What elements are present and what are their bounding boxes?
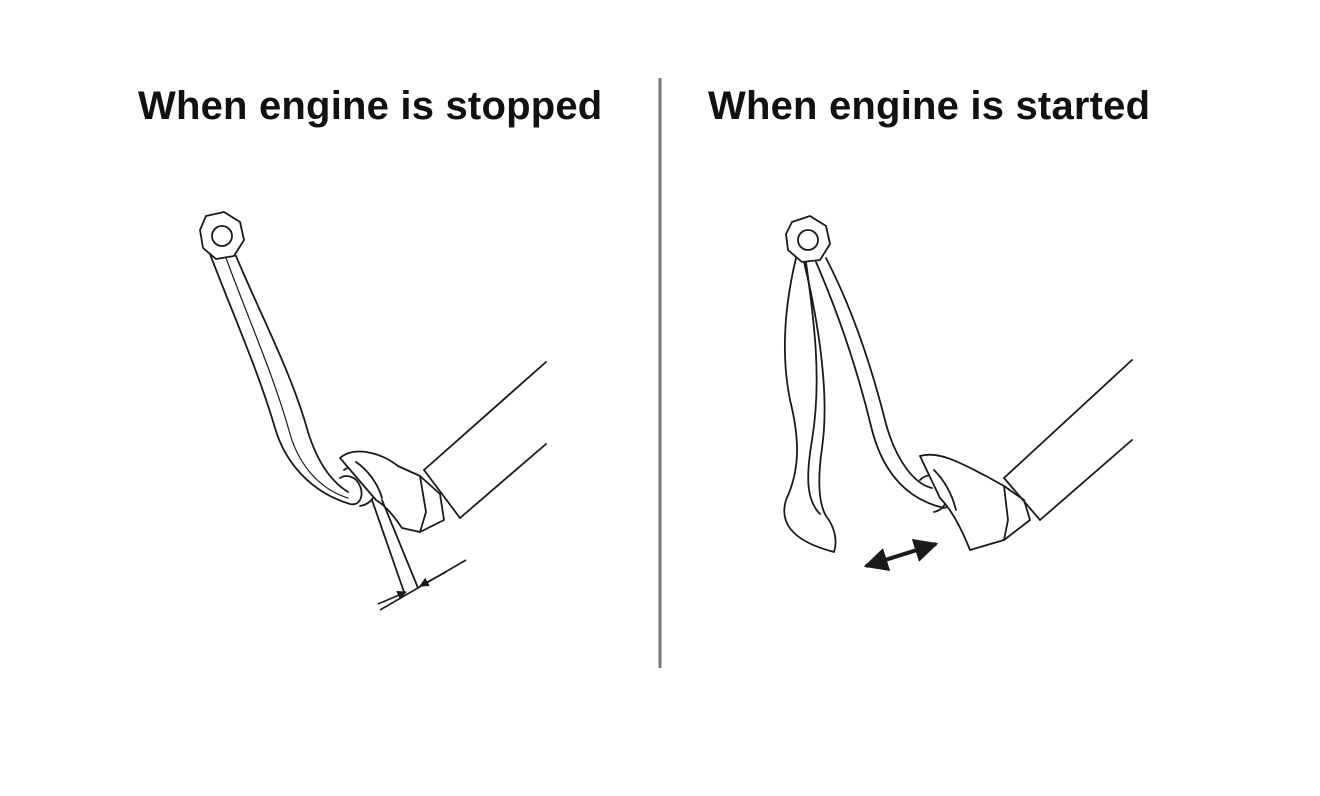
gauge-arrow-right bbox=[419, 571, 447, 587]
shaft-stopped bbox=[423, 361, 547, 519]
swing-arm-started bbox=[783, 257, 837, 553]
panel-title-engine-stopped: When engine is stopped bbox=[138, 84, 603, 128]
pivot-eye-started bbox=[785, 215, 831, 263]
clearance-gauge-stopped bbox=[377, 559, 467, 611]
stopped-assembly bbox=[199, 211, 547, 593]
panel-title-engine-started: When engine is started bbox=[708, 84, 1151, 128]
shaft-started bbox=[1003, 359, 1133, 521]
gauge-arrow-left bbox=[377, 590, 407, 605]
yoke-started bbox=[919, 453, 1031, 551]
stem-stopped bbox=[371, 499, 419, 593]
movement-arrow-started bbox=[863, 539, 939, 571]
hook-arm-stopped bbox=[209, 253, 363, 506]
started-assembly bbox=[783, 215, 1133, 553]
yoke-stopped bbox=[339, 450, 445, 533]
pivot-eye-stopped bbox=[199, 211, 245, 260]
